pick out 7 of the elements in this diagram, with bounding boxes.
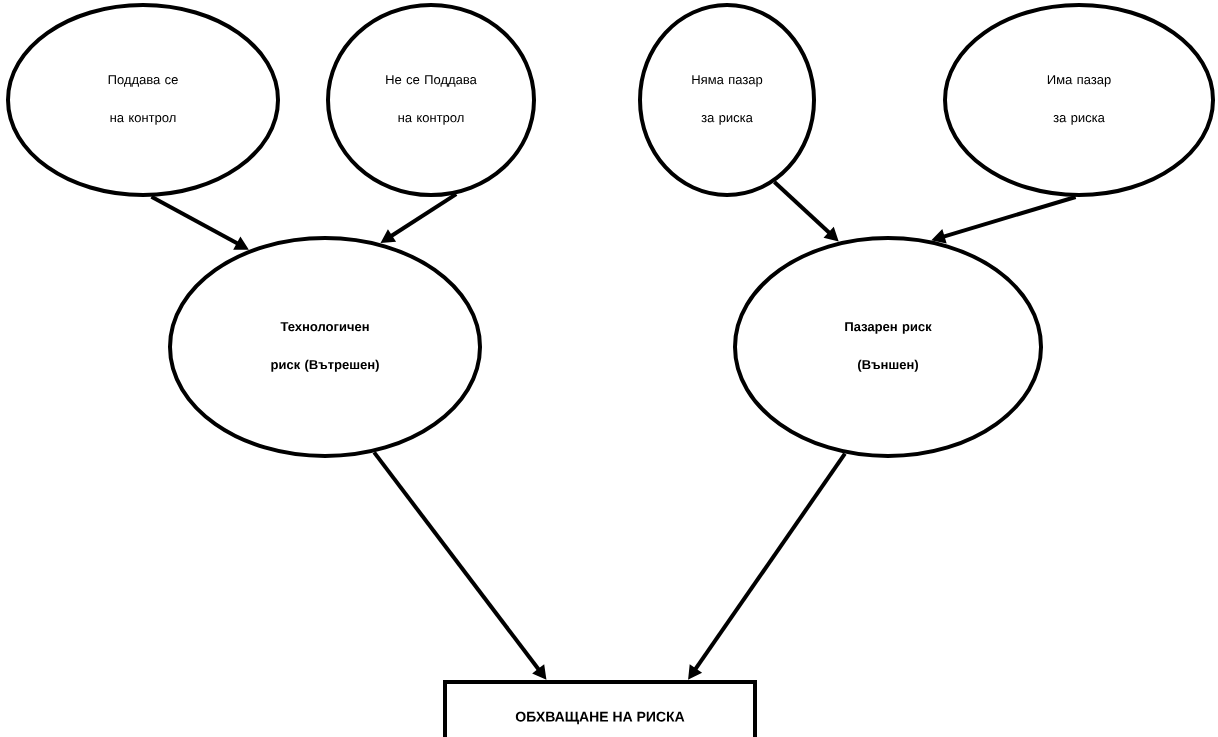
process-box: ОБХВАЩАНЕ НА РИСКА	[443, 680, 757, 737]
ellipse-node: Поддава се на контрол	[6, 3, 280, 197]
ellipse-node: Няма пазар за риска	[638, 3, 816, 197]
ellipse-node: Технологичен риск (Вътрешен)	[168, 236, 482, 458]
ellipse-node: Не се Поддава на контрол	[326, 3, 536, 197]
ellipse-node: Има пазар за риска	[943, 3, 1215, 197]
ellipse-node: Пазарен риск (Външен)	[733, 236, 1043, 458]
